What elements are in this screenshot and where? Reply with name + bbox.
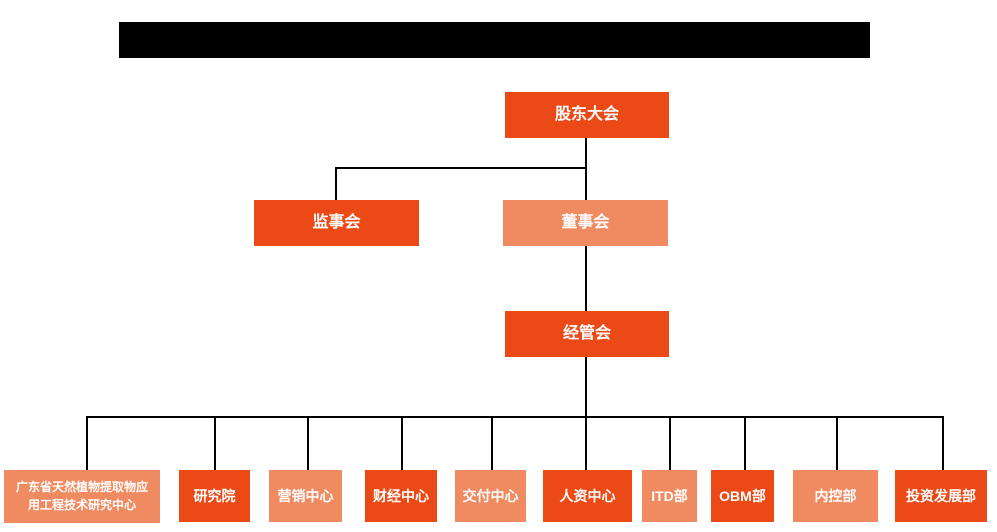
- org-node-hr-center: 人资中心: [543, 470, 632, 522]
- org-node-finance-center: 财经中心: [365, 470, 437, 522]
- connector-drop-8: [744, 416, 746, 470]
- org-node-shareholders-meeting: 股东大会: [505, 92, 669, 138]
- connector-drop-7: [669, 416, 671, 470]
- connector-drop-4: [401, 416, 403, 470]
- org-node-label: 股东大会: [554, 106, 619, 124]
- org-node-label: 经管会: [562, 325, 611, 343]
- org-node-label: ITD部: [651, 487, 688, 504]
- connector-management-to-bus: [585, 357, 587, 417]
- connector-drop-2: [214, 416, 216, 470]
- org-node-research-institute: 研究院: [179, 470, 250, 522]
- connector-drop-9: [836, 416, 838, 470]
- org-node-label: 交付中心: [462, 487, 519, 504]
- org-node-itd-department: ITD部: [642, 470, 697, 522]
- org-node-label: 监事会: [312, 214, 361, 232]
- org-node-delivery-center: 交付中心: [455, 470, 526, 522]
- redacted-title-bar: [119, 22, 870, 58]
- org-node-label: OBM部: [719, 487, 766, 504]
- connector-bus-line: [86, 416, 944, 418]
- connector-drop-10: [942, 416, 944, 470]
- connector-drop-6: [585, 416, 587, 470]
- org-node-internal-control-department: 内控部: [793, 470, 878, 522]
- connector-drop-supervisory: [335, 167, 337, 200]
- org-node-obm-department: OBM部: [711, 470, 774, 522]
- connector-drop-1: [86, 416, 88, 470]
- org-node-label: 投资发展部: [906, 487, 976, 504]
- org-node-label: 内控部: [814, 487, 857, 504]
- org-node-gd-plant-extract-research-center: 广东省天然植物提取物应 用工程技术研究中心: [4, 470, 160, 523]
- org-node-label: 人资中心: [559, 487, 616, 504]
- connector-drop-5: [491, 416, 493, 470]
- connector-root-to-board: [585, 138, 587, 200]
- org-node-label: 财经中心: [373, 487, 429, 504]
- org-node-board-of-directors: 董事会: [503, 200, 668, 246]
- connector-drop-3: [307, 416, 309, 470]
- org-node-label: 营销中心: [277, 487, 334, 504]
- org-node-label: 广东省天然植物提取物应 用工程技术研究中心: [15, 480, 148, 512]
- org-node-label: 研究院: [193, 487, 236, 504]
- connector-board-to-management: [585, 246, 587, 311]
- org-node-marketing-center: 营销中心: [269, 470, 342, 522]
- org-node-management-committee: 经管会: [505, 311, 669, 357]
- org-node-investment-development-department: 投资发展部: [895, 470, 987, 522]
- org-node-label: 董事会: [561, 214, 610, 232]
- org-node-supervisory-board: 监事会: [254, 200, 419, 246]
- connector-branch-supervisory: [335, 167, 587, 169]
